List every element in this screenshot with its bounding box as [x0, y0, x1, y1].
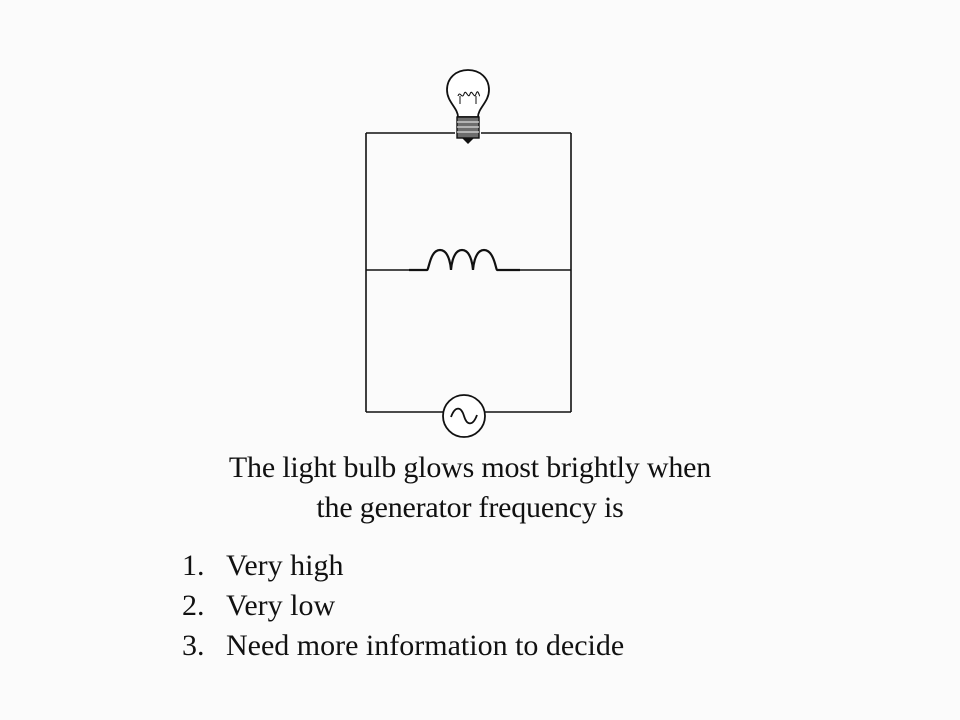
option-2[interactable]: 2. Very low: [182, 586, 624, 626]
option-number: 2.: [182, 589, 205, 622]
option-text: Need more information to decide: [226, 629, 625, 662]
option-1[interactable]: 1. Very high: [182, 546, 624, 586]
option-number: 1.: [182, 549, 205, 582]
inductor-icon: [409, 248, 520, 272]
light-bulb-icon: [446, 69, 490, 144]
question-line-1: The light bulb glows most brightly when: [228, 451, 712, 484]
option-3[interactable]: 3. Need more information to decide: [182, 626, 624, 666]
answer-options: 1. Very high 2. Very low 3. Need more in…: [182, 546, 624, 666]
question-line-2: the generator frequency is: [316, 491, 624, 524]
option-text: Very high: [226, 549, 344, 582]
option-text: Very low: [226, 589, 336, 622]
question-text: The light bulb glows most brightly when …: [180, 448, 760, 528]
ac-generator-icon: [442, 394, 486, 438]
option-number: 3.: [182, 629, 205, 662]
